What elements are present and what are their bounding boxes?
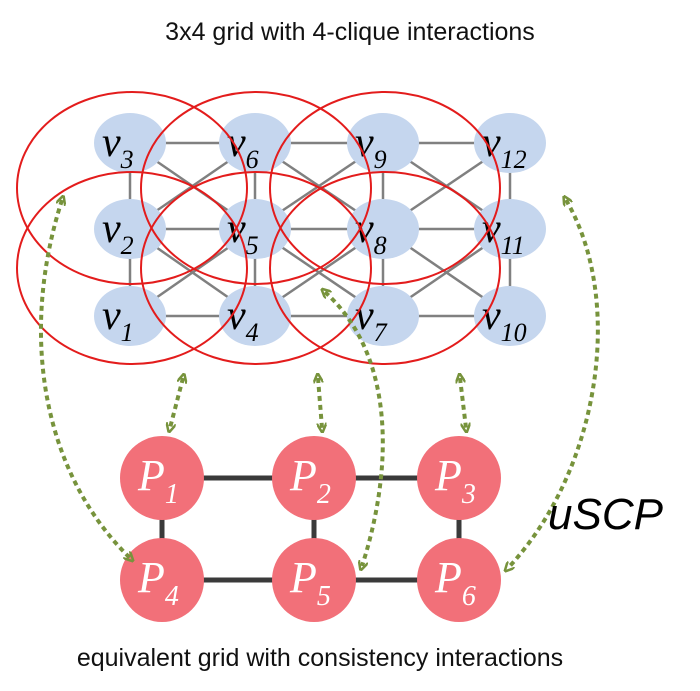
variable-node: [474, 113, 546, 173]
factor-node: [120, 538, 204, 622]
diagram-title: 3x4 grid with 4-clique interactions: [165, 18, 535, 46]
variable-label: v12: [482, 120, 527, 174]
dotted-arrow: [170, 378, 183, 428]
dotted-arrow: [38, 200, 130, 558]
dotted-arrow: [318, 378, 322, 428]
variable-grid-edges: [128, 141, 512, 318]
dotted-arrow: [508, 200, 600, 568]
clique-ellipse: [269, 91, 501, 285]
factor-node: [417, 436, 501, 520]
dotted-arrow: [325, 292, 385, 566]
uscp-label: uSCP: [548, 490, 663, 539]
factor-label: P6: [434, 553, 476, 612]
factor-node: [417, 538, 501, 622]
variable-node: [94, 113, 166, 173]
factor-label: P5: [289, 553, 331, 612]
clique-ellipses: [16, 91, 501, 365]
clique-ellipse: [140, 171, 372, 365]
variable-label: v6: [227, 120, 259, 174]
factor-label: P4: [137, 553, 179, 612]
variable-node: [347, 199, 419, 259]
variable-node: [219, 113, 291, 173]
variable-label: v8: [355, 206, 387, 260]
clique-ellipse: [269, 171, 501, 365]
dotted-arrow: [460, 378, 466, 428]
factor-node: [120, 436, 204, 520]
variable-node: [219, 286, 291, 346]
variable-label: v9: [355, 120, 387, 174]
correspondence-arrows: [38, 200, 600, 568]
factor-label: P3: [434, 451, 476, 510]
clique-ellipse: [140, 91, 372, 285]
variable-label: v4: [227, 293, 259, 347]
diagram-caption: equivalent grid with consistency interac…: [76, 644, 564, 672]
factor-label: P1: [137, 451, 179, 510]
variable-label: v3: [102, 120, 134, 174]
